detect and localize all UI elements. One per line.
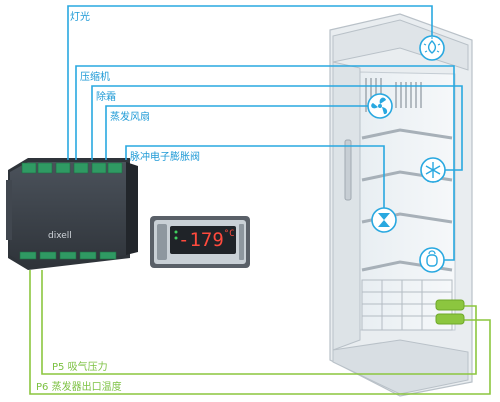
eev-label: 脉冲电子膨胀阀 xyxy=(130,152,200,163)
evap-fan-label: 蒸发风扇 xyxy=(110,112,150,123)
temperature-value: -179 xyxy=(178,229,224,251)
temperature-unit: °C xyxy=(223,229,235,239)
p6-label: P6 蒸发器出口温度 xyxy=(36,382,122,393)
display-keypad xyxy=(150,216,250,268)
light-icon xyxy=(419,35,445,61)
expansion-valve-icon xyxy=(371,207,397,233)
sensor-p6 xyxy=(435,313,465,325)
display-cabinet xyxy=(329,13,473,397)
compressor-label: 压缩机 xyxy=(80,72,110,83)
defrost-icon xyxy=(420,157,446,183)
p5-label: P5 吸气压力 xyxy=(52,362,108,373)
temperature-readout: -179°C xyxy=(178,226,235,254)
output-wiring xyxy=(67,5,463,261)
light-label: 灯光 xyxy=(70,12,90,23)
sensor-p5 xyxy=(435,299,465,311)
brand-logo: dixell xyxy=(48,231,72,241)
sensor-wiring xyxy=(29,270,491,395)
defrost-label: 除霜 xyxy=(96,92,116,103)
compressor-icon xyxy=(419,247,445,273)
controller-module xyxy=(6,158,138,270)
fan-icon xyxy=(367,93,393,119)
